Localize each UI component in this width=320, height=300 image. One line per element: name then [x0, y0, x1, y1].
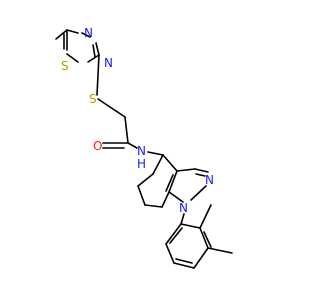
bond: [161, 191, 170, 208]
sulfur-atom-ring: S: [61, 59, 69, 73]
bond: [207, 247, 233, 254]
amide-hydrogen-atom: H: [137, 157, 146, 171]
bond: [199, 204, 212, 229]
nitrogen-atom-ring-right: N: [104, 56, 113, 70]
bond: [96, 54, 100, 96]
bond: [137, 173, 154, 187]
bond: [169, 227, 183, 244]
oxygen-atom: O: [93, 139, 102, 153]
bond: [152, 154, 164, 175]
bond: [168, 170, 178, 193]
molecule-diagram: S N N S O N H N N: [55, 26, 233, 269]
nitrogen-atom-ring-top: N: [84, 26, 93, 40]
bond: [144, 204, 163, 208]
bond: [194, 168, 209, 173]
bond: [81, 32, 91, 38]
bond: [175, 258, 193, 264]
bond: [55, 29, 68, 40]
bond: [193, 247, 209, 269]
bond-layer: [55, 29, 233, 269]
bond: [165, 223, 182, 245]
bond: [66, 53, 79, 63]
bond: [95, 42, 100, 56]
bond: [180, 213, 185, 225]
bond: [168, 191, 184, 203]
bond: [162, 154, 178, 172]
pyrazole-nitrogen-atom-bottom: N: [179, 201, 188, 215]
bond: [124, 116, 129, 144]
bond: [97, 98, 126, 118]
bond: [180, 223, 201, 229]
bond: [199, 227, 209, 249]
sulfur-atom-linker: S: [89, 92, 97, 106]
pyrazole-nitrogen-atom-top: N: [205, 173, 214, 187]
bond: [87, 54, 100, 63]
bond: [66, 29, 79, 34]
bond: [147, 151, 164, 156]
bond: [137, 185, 146, 206]
bond: [165, 174, 174, 192]
atom-layer: S N N S O N H N N: [61, 26, 214, 215]
bond: [173, 262, 195, 269]
amide-nitrogen-atom: N: [137, 144, 146, 158]
bond: [165, 243, 175, 264]
bond: [203, 231, 212, 248]
bond: [127, 142, 138, 149]
structure-canvas: S N N S O N H N N: [55, 26, 233, 269]
bond: [195, 173, 206, 177]
bond: [190, 185, 207, 201]
bond: [92, 44, 96, 58]
bond: [176, 168, 196, 172]
